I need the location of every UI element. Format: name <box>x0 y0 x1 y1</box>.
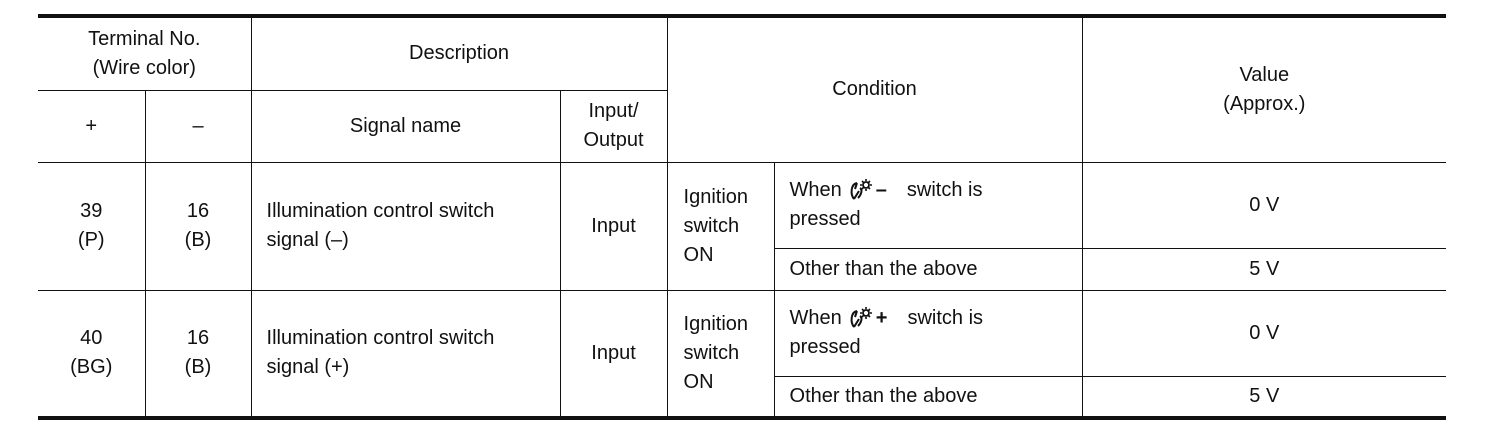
condition-main-cell: Ignition switch ON <box>666 289 775 420</box>
signal-name-header: Signal name <box>250 89 561 163</box>
table-row: Other than the above 5 V <box>38 375 1447 420</box>
condition-sub-cell: Other than the above <box>774 247 1083 291</box>
minus-terminal-cell: 16 (B) <box>144 161 252 291</box>
illumination-dial-icon: – <box>848 176 887 205</box>
value-cell: 5 V <box>1081 375 1447 420</box>
signal-name-cell: Illumination control switch signal (–) <box>250 161 561 291</box>
io-cell: Input <box>559 289 668 420</box>
value-cell: 0 V <box>1081 161 1447 249</box>
minus-header: – <box>144 89 252 163</box>
value-cell: 5 V <box>1081 247 1447 291</box>
value-cell: 0 V <box>1081 289 1447 377</box>
condition-sub-cell: Other than the above <box>774 375 1083 420</box>
value-header: Value (Approx.) <box>1081 14 1447 163</box>
condition-sub-cell: When–switch is pressed <box>773 161 1083 249</box>
illumination-dial-icon: + <box>848 304 887 333</box>
condition-main-cell: Ignition switch ON <box>666 161 775 291</box>
plus-terminal-cell: 39 (P) <box>38 161 146 291</box>
table-row: 39 (P) 16 (B) Illumination control switc… <box>38 161 1447 291</box>
table-row: Other than the above 5 V <box>38 247 1447 291</box>
condition-header: Condition <box>666 14 1083 163</box>
condition-sub-cell: When+switch is pressed <box>773 289 1083 377</box>
plus-header: + <box>38 89 146 163</box>
terminal-table: Terminal No. (Wire color) Description Co… <box>38 14 1447 420</box>
terminal-no-header: Terminal No. (Wire color) <box>38 14 252 91</box>
description-header: Description <box>250 14 668 91</box>
minus-terminal-cell: 16 (B) <box>144 289 252 420</box>
plus-terminal-cell: 40 (BG) <box>38 289 146 420</box>
io-cell: Input <box>559 161 668 291</box>
signal-name-cell: Illumination control switch signal (+) <box>250 289 561 420</box>
table-row: 40 (BG) 16 (B) Illumination control swit… <box>38 289 1447 420</box>
input-output-header: Input/ Output <box>559 89 668 163</box>
